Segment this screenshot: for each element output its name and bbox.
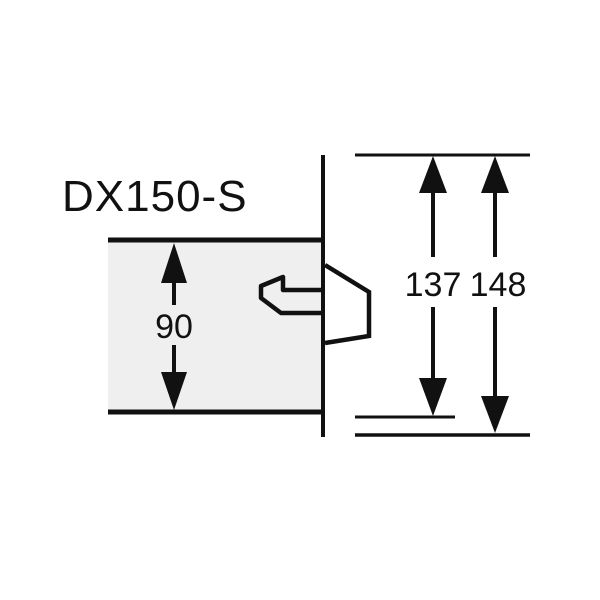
model-title: DX150-S	[62, 172, 248, 221]
dimension-137-label: 137	[405, 266, 462, 304]
dimension-148-label: 148	[470, 266, 527, 304]
dimension-148-arrow	[481, 156, 509, 433]
dimension-137-arrow	[419, 156, 447, 416]
panel-area	[108, 241, 323, 411]
bracket-shape	[323, 263, 372, 346]
hook-shape	[258, 274, 321, 316]
dimension-90-label: 90	[155, 308, 193, 346]
dimension-90-arrow	[161, 243, 187, 410]
